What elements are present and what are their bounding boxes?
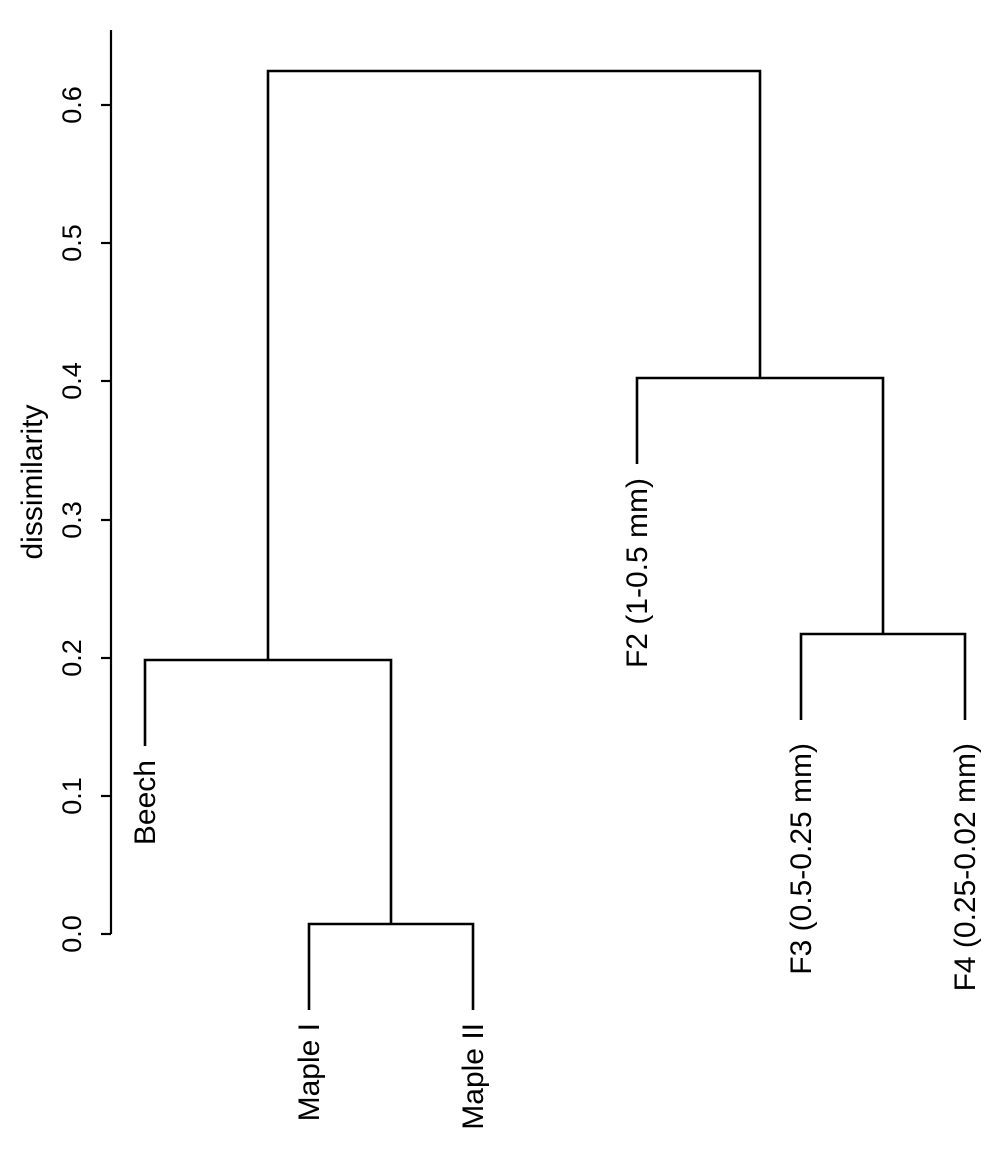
y-tick-label: 0.6 [57, 86, 87, 124]
y-tick-label: 0.3 [57, 501, 87, 539]
leaf-label-f3: F3 (0.5-0.25 mm) [785, 743, 818, 975]
leaf-label-maple-i: Maple I [293, 1023, 326, 1121]
branch-f3-f4 [799, 632, 967, 720]
y-axis [101, 30, 113, 936]
y-tick-label: 0.4 [57, 362, 87, 400]
leaf-label-f2: F2 (1-0.5 mm) [621, 478, 654, 668]
branch-f2-f34 [635, 376, 885, 634]
leaf-label-maple-ii: Maple II [457, 1023, 490, 1130]
y-tick-labels: 0.0 0.1 0.2 0.3 0.4 0.5 0.6 [57, 86, 87, 953]
y-tick-label: 0.0 [57, 915, 87, 953]
leaf-label-f4: F4 (0.25-0.02 mm) [949, 743, 982, 991]
leaf-labels: Beech Maple I Maple II F2 (1-0.5 mm) F3 … [129, 478, 982, 1130]
y-tick-label: 0.5 [57, 224, 87, 262]
y-tick-label: 0.2 [57, 639, 87, 677]
branch-maple [307, 922, 475, 1010]
leaf-label-beech: Beech [129, 760, 162, 845]
branch-beech-maple [143, 658, 393, 924]
y-tick-label: 0.1 [57, 777, 87, 815]
dendrogram-branches [143, 69, 967, 1010]
branch-root [266, 69, 762, 660]
y-axis-title: dissimilarity [16, 404, 49, 559]
